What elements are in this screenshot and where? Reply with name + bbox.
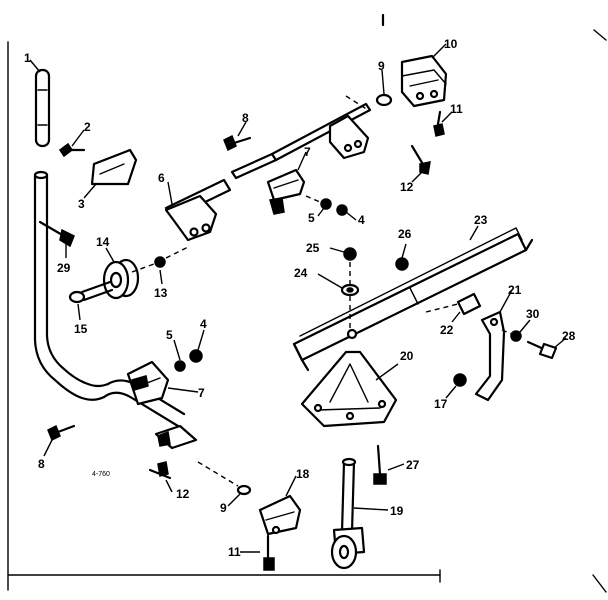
- callout-6: 6: [158, 171, 165, 185]
- part-3-bracket: [83, 148, 138, 199]
- part-5-washer-upper: [305, 195, 332, 217]
- callout-21: 21: [508, 283, 522, 297]
- part-2-screw: [58, 129, 86, 158]
- part-21-arm: [474, 289, 513, 402]
- callout-7b: 7: [198, 386, 205, 400]
- part-7-latch-lower: [126, 360, 199, 450]
- callout-7a: 7: [304, 145, 311, 159]
- callout-5b: 5: [166, 328, 173, 342]
- callout-4a: 4: [358, 213, 365, 227]
- part-14-wheel: [102, 247, 140, 300]
- callout-4b: 4: [200, 317, 207, 331]
- callout-22: 22: [440, 323, 454, 337]
- part-12-pin-lower: [148, 461, 173, 493]
- part-11-screw-upper: [433, 110, 453, 137]
- part-10-top-bracket: [400, 43, 448, 108]
- part-19-caster: [330, 457, 389, 570]
- callout-15: 15: [74, 322, 88, 336]
- upper-bar-pieces: [230, 95, 372, 180]
- part-18-lower-bracket: [258, 475, 302, 536]
- callout-26: 26: [398, 227, 412, 241]
- part-12-pin-upper: [410, 144, 431, 183]
- callout-8a: 8: [242, 111, 249, 125]
- part-22-roller: [425, 292, 482, 323]
- callout-1: 1: [24, 51, 31, 65]
- part-11-screw-lower: [240, 534, 275, 571]
- callout-30: 30: [526, 307, 540, 321]
- callout-5a: 5: [308, 211, 315, 225]
- callout-labels: 1 2 3 29 14 13 15 6 8 7 5 4 9 10 11 12 2…: [24, 37, 576, 559]
- frame-lines: [7, 13, 607, 593]
- figure-code: 4-760: [92, 471, 110, 478]
- part-28-bolt: [526, 337, 567, 360]
- callout-25: 25: [306, 241, 320, 255]
- part-4-nut-lower: [189, 329, 205, 363]
- callout-13: 13: [154, 286, 168, 300]
- callout-2: 2: [84, 120, 91, 134]
- callout-9a: 9: [378, 59, 385, 73]
- part-27-bolt: [373, 444, 405, 485]
- callout-11a: 11: [450, 102, 463, 116]
- part-5-washer-lower: [173, 339, 186, 372]
- callout-28: 28: [562, 329, 576, 343]
- part-4-nut-upper: [336, 204, 357, 221]
- part-30-washer: [501, 319, 531, 342]
- part-8-screw-upper: [223, 121, 252, 152]
- part-20-caster-plate: [300, 350, 399, 428]
- part-9-washer-lower: [197, 461, 252, 507]
- callout-12a: 12: [400, 180, 414, 194]
- part-9-washer-upper: [375, 69, 393, 107]
- callout-8b: 8: [38, 457, 45, 471]
- part-13-nut: [131, 245, 191, 285]
- callout-17: 17: [434, 397, 448, 411]
- part-7-clip-upper: [266, 151, 307, 215]
- callout-9b: 9: [220, 501, 227, 515]
- part-25-nut: [329, 247, 357, 261]
- callout-19: 19: [390, 504, 404, 518]
- part-29-screw: [38, 220, 75, 258]
- part-24-washer: [317, 262, 360, 330]
- part-23-channel: [292, 225, 534, 372]
- callout-14: 14: [96, 235, 110, 249]
- callout-24: 24: [294, 266, 308, 280]
- part-1-handle: [29, 59, 186, 428]
- part-15-axle: [68, 280, 114, 321]
- part-8-screw-lower: [43, 424, 76, 457]
- callout-20: 20: [400, 349, 414, 363]
- part-17-bolt: [445, 373, 467, 399]
- part-26-bolt: [395, 243, 409, 271]
- part-6-bar: [164, 178, 232, 242]
- callout-29: 29: [57, 261, 71, 275]
- callout-11b: 11: [228, 545, 241, 559]
- callout-3: 3: [78, 197, 85, 211]
- callout-10: 10: [444, 37, 458, 51]
- callout-23: 23: [474, 213, 488, 227]
- callout-12b: 12: [176, 487, 190, 501]
- callout-18: 18: [296, 467, 310, 481]
- callout-27: 27: [406, 458, 420, 472]
